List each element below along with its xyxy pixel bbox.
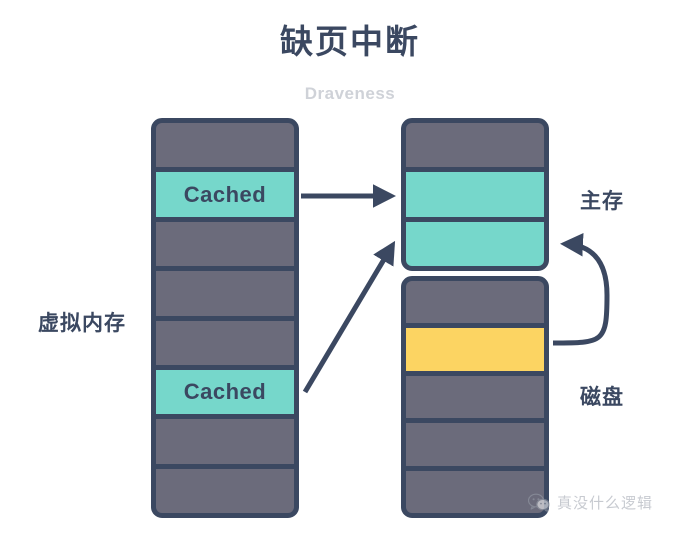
page-subtitle: Draveness <box>304 84 396 103</box>
arrow-disk-to-main-memory-curved <box>552 233 610 346</box>
virtual-memory-cell-0 <box>156 123 294 173</box>
virtual-memory-cell-5-cached: Cached <box>156 369 294 420</box>
virtual-memory-cell-2 <box>156 221 294 272</box>
disk-cell-2 <box>406 375 544 424</box>
virtual-memory-cell-7 <box>156 468 294 513</box>
page-title: 缺页中断 <box>280 23 420 60</box>
label-main-memory: 主存 <box>580 190 624 213</box>
virtual-memory-cell-4 <box>156 320 294 370</box>
label-virtual-memory: 虚拟内存 <box>38 312 126 335</box>
virtual-memory-cell-3 <box>156 271 294 321</box>
main-memory-column <box>401 118 549 271</box>
disk-column <box>401 276 549 518</box>
disk-cell-4 <box>406 470 544 513</box>
watermark-text: 真没什么逻辑 <box>557 495 654 512</box>
disk-cell-0 <box>406 281 544 329</box>
main-memory-cell-0 <box>406 123 544 173</box>
label-disk: 磁盘 <box>580 386 624 409</box>
disk-cell-3 <box>406 423 544 471</box>
arrow-cached-to-main-memory-diagonal <box>302 240 396 394</box>
main-memory-cell-1 <box>406 172 544 222</box>
disk-cell-1 <box>406 328 544 376</box>
virtual-memory-cell-6 <box>156 419 294 469</box>
virtual-memory-cell-1-cached: Cached <box>156 172 294 222</box>
main-memory-cell-2 <box>406 221 544 266</box>
wechat-icon <box>528 493 550 512</box>
virtual-memory-column: Cached Cached <box>151 118 299 518</box>
watermark: 真没什么逻辑 <box>528 492 653 513</box>
